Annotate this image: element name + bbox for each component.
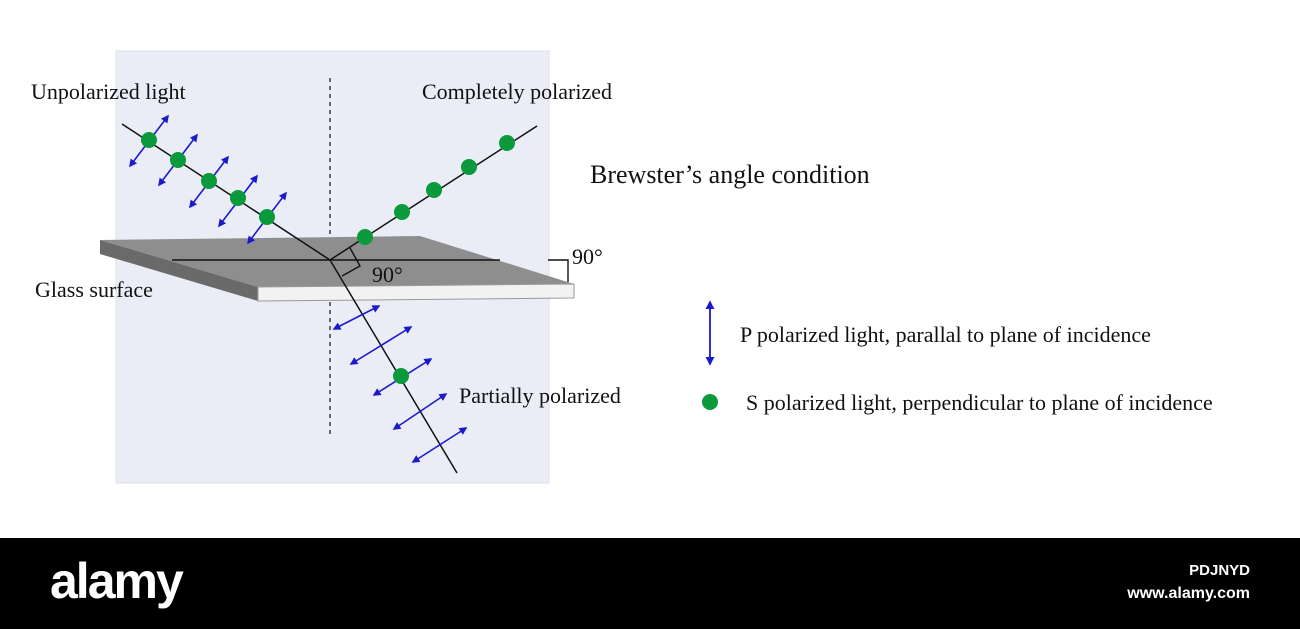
- refracted-s-dot: [393, 368, 409, 384]
- s-dot: [461, 159, 477, 175]
- surface-right-angle-mark: [548, 259, 569, 282]
- p-arrow: [392, 393, 448, 430]
- legend-s-text: S polarized light, perpendicular to plan…: [746, 390, 1213, 415]
- s-dot: [357, 229, 373, 245]
- glass-side-face: [100, 240, 258, 301]
- diagram-title: Brewster’s angle condition: [590, 160, 870, 189]
- p-arrow: [349, 326, 413, 365]
- incident-s-dots: [141, 132, 275, 225]
- incident-label: Unpolarized light: [31, 79, 186, 104]
- legend: P polarized light, parallal to plane of …: [702, 300, 1213, 415]
- p-arrow: [411, 427, 468, 463]
- legend-s-dot-icon: [702, 394, 718, 410]
- angle-label-reflect-refract: 90°: [372, 262, 403, 287]
- s-dot: [170, 152, 186, 168]
- s-dot: [394, 204, 410, 220]
- s-dot: [499, 135, 515, 151]
- s-dot: [426, 182, 442, 198]
- brewster-angle-diagram: Unpolarized light Completely polarized P…: [31, 50, 1213, 484]
- right-angle-mark: [341, 247, 361, 277]
- surface-label: Glass surface: [35, 277, 153, 302]
- glass-front-face: [257, 283, 575, 302]
- s-dot: [201, 173, 217, 189]
- angle-label-surface: 90°: [572, 244, 603, 269]
- reflected-label: Completely polarized: [422, 79, 612, 104]
- p-arrow: [332, 305, 381, 330]
- glass-top-face: [100, 236, 574, 287]
- refracted-label: Partially polarized: [459, 383, 621, 408]
- image-id: PDJNYD: [1189, 562, 1250, 579]
- s-dot: [259, 209, 275, 225]
- s-dot: [230, 190, 246, 206]
- legend-p-text: P polarized light, parallal to plane of …: [740, 322, 1151, 347]
- s-dot: [141, 132, 157, 148]
- site-url[interactable]: www.alamy.com: [1127, 585, 1250, 602]
- brand-logo[interactable]: alamy: [50, 553, 184, 609]
- glass-slab: [100, 236, 575, 302]
- reflected-s-dots: [357, 135, 515, 245]
- stock-footer-bar: alamy PDJNYD www.alamy.com: [0, 538, 1300, 629]
